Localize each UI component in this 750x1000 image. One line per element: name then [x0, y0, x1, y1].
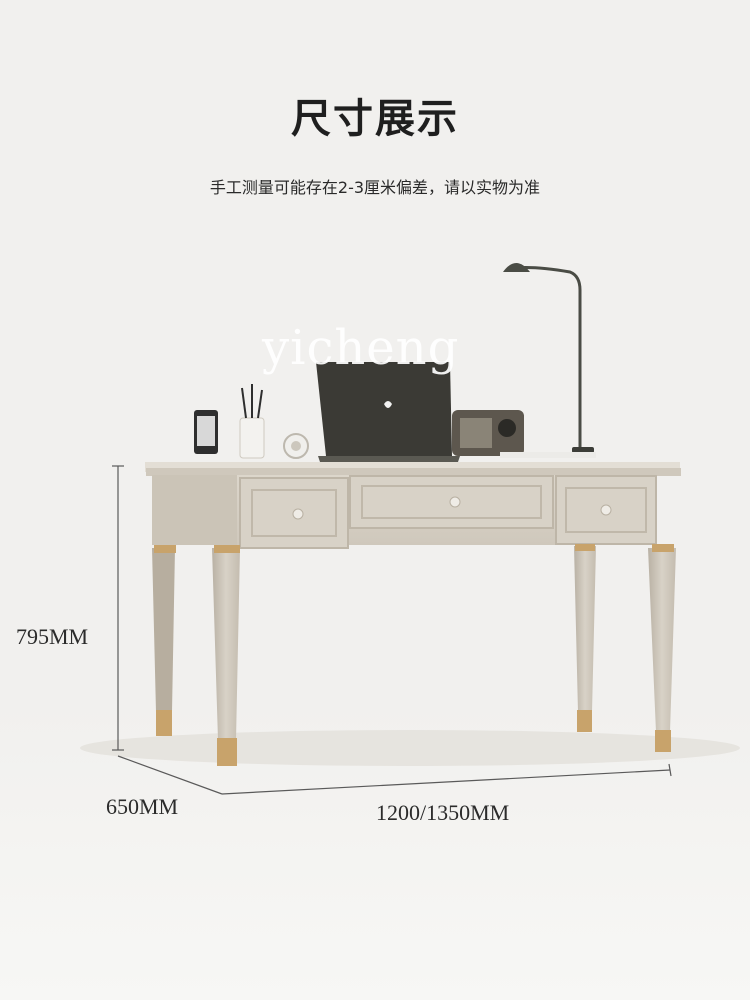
apple-logo-icon — [384, 401, 392, 408]
floor-shadow — [80, 730, 740, 766]
headphones-icon — [283, 433, 309, 459]
depth-dimension-label: 650MM — [106, 794, 179, 819]
desk-top-edge — [146, 468, 681, 476]
laptop-icon — [316, 362, 460, 462]
drawer-knob-icon — [292, 508, 304, 520]
measurement-note: 手工测量可能存在2-3厘米偏差，请以实物为准 — [209, 178, 541, 197]
desk-leg-front-right — [648, 544, 676, 752]
width-dimension-label: 1200/1350MM — [376, 800, 510, 825]
papers-icon — [500, 452, 596, 458]
center-drawer — [349, 475, 554, 529]
depth-dimension-line — [117, 755, 223, 795]
radio-speaker-icon — [452, 410, 524, 456]
desk-side-panel — [152, 475, 237, 545]
watermark-text: yicheng — [262, 320, 460, 376]
left-drawer — [239, 477, 349, 549]
page-title: 尺寸展示 — [291, 95, 459, 142]
desk-leg-front-left — [212, 545, 240, 766]
height-dimension-line — [112, 465, 124, 751]
desk-leg-back-right — [574, 544, 596, 732]
desk-lamp-icon — [503, 263, 594, 453]
desk-leg-back-left — [152, 545, 176, 736]
right-drawer — [555, 475, 657, 545]
phone-icon — [194, 410, 218, 454]
height-dimension-label: 795MM — [16, 624, 89, 649]
width-dimension-line — [221, 763, 672, 795]
drawer-knob-icon — [600, 504, 612, 516]
pen-holder-icon — [239, 384, 265, 459]
drawer-knob-icon — [449, 496, 461, 508]
